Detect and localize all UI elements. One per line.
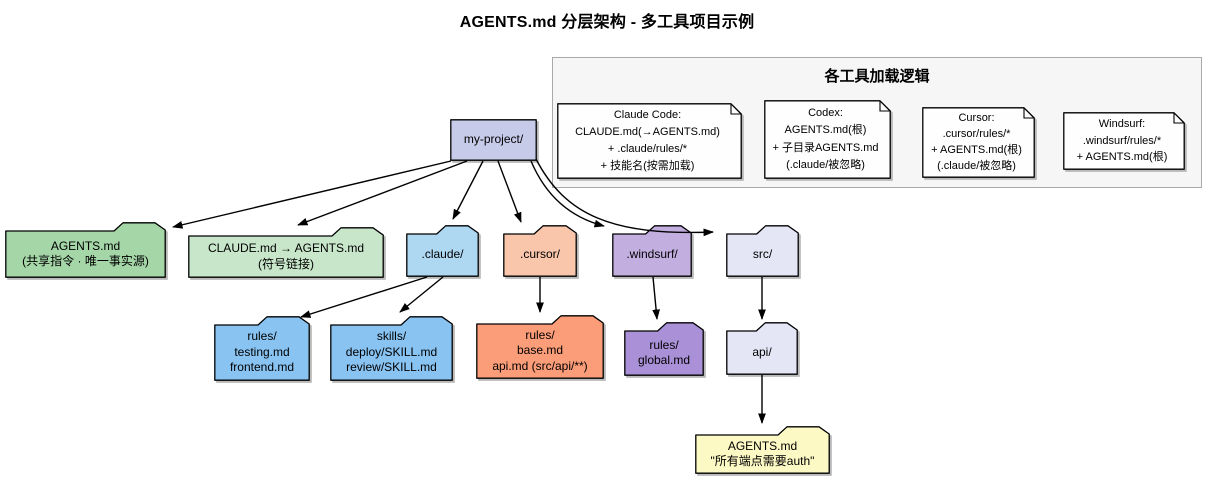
windsurf-note-text: Windsurf:.windsurf/rules/*+ AGENTS.md(根) [1076, 117, 1168, 164]
edge-myproject-to-claude-symlink [297, 160, 468, 226]
cursor-note: Cursor:.cursor/rules/*+ AGENTS.md(根)(.cl… [922, 107, 1035, 178]
node-windsurf-dir-label: .windsurf/ [626, 247, 678, 262]
edge-myproject-to-cursor-dir [497, 160, 522, 223]
node-my-project-label: my-project/ [463, 132, 524, 147]
node-cursor-dir: .cursor/ [503, 225, 577, 277]
node-api-agents-md-label: AGENTS.md"所有端点需要auth" [710, 438, 815, 469]
node-claude-md-symlink: CLAUDE.md → AGENTS.md(符号链接) [188, 227, 384, 278]
node-my-project: my-project/ [450, 119, 537, 161]
codex-note: Codex:AGENTS.md(根)+ 子目录AGENTS.md(.claude… [764, 100, 891, 179]
node-src-dir: src/ [726, 225, 799, 277]
node-claude-dir: .claude/ [406, 225, 479, 277]
node-windsurf-dir: .windsurf/ [612, 225, 692, 277]
edge-myproject-to-agents-md [172, 160, 452, 229]
node-api-dir: api/ [726, 322, 798, 375]
node-cursor-dir-label: .cursor/ [519, 247, 560, 262]
node-windsurf-rules: rules/global.md [624, 322, 704, 376]
diagram-title: AGENTS.md 分层架构 - 多工具项目示例 [459, 14, 755, 31]
edge-claude-to-rules [300, 276, 428, 318]
claude-code-note-text: Claude Code:CLAUDE.md(→AGENTS.md)+ .clau… [575, 109, 720, 172]
claude-code-note: Claude Code:CLAUDE.md(→AGENTS.md)+ .clau… [557, 103, 742, 179]
node-api-dir-label: api/ [752, 344, 772, 359]
node-claude-md-symlink-label: CLAUDE.md → AGENTS.md(符号链接) [207, 241, 365, 271]
edge-myproject-to-claude-dir [452, 160, 484, 220]
legend-title: 各工具加载逻辑 [824, 68, 930, 85]
node-agents-md-root-label: AGENTS.md(共享指令 · 唯一事实源) [22, 238, 149, 269]
node-agents-md-root: AGENTS.md(共享指令 · 唯一事实源) [5, 222, 166, 278]
node-api-agents-md: AGENTS.md"所有端点需要auth" [695, 426, 830, 474]
edge-windsurf-to-rules [652, 276, 660, 320]
edge-claude-to-skills [399, 276, 444, 313]
node-src-dir-label: src/ [752, 247, 773, 262]
codex-note-text: Codex:AGENTS.md(根)+ 子目录AGENTS.md(.claude… [772, 106, 879, 172]
cursor-note-text: Cursor:.cursor/rules/*+ AGENTS.md(根)(.cl… [931, 112, 1022, 172]
node-windsurf-rules-label: rules/global.md [637, 337, 691, 368]
windsurf-note: Windsurf:.windsurf/rules/*+ AGENTS.md(根) [1063, 112, 1185, 170]
node-claude-dir-label: .claude/ [421, 247, 464, 262]
